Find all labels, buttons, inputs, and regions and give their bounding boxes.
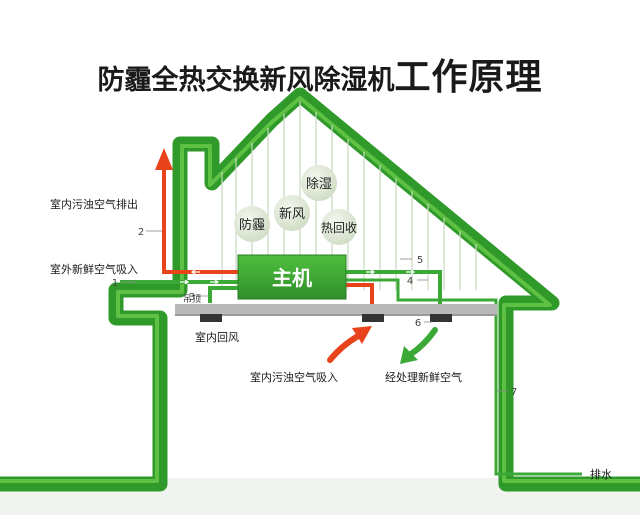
num-2: 2 xyxy=(138,227,144,238)
vent-room-return xyxy=(200,314,222,322)
main-unit xyxy=(237,254,347,300)
func-label-haze: 防霾 xyxy=(239,217,265,233)
label-dirty-in: 室内污浊空气吸入 xyxy=(250,370,338,384)
num-3: 3 xyxy=(189,292,195,303)
number-callouts: 1 2 3 4 5 6 7 xyxy=(112,227,517,398)
num-4: 4 xyxy=(407,276,413,287)
ceiling-plate xyxy=(175,304,497,314)
vent-dirty-intake xyxy=(362,314,384,322)
label-fresh-in: 室外新鲜空气吸入 xyxy=(50,262,138,276)
label-ceiling: 吊顶 xyxy=(183,294,201,305)
label-fresh-treated: 经处理新鲜空气 xyxy=(385,370,462,384)
flow-arrows xyxy=(180,269,416,285)
ducts xyxy=(120,148,582,476)
title-suffix: 工作原理 xyxy=(394,57,543,98)
bubble-fresh-air xyxy=(274,195,310,231)
label-drain: 排水 xyxy=(590,467,612,481)
num-1: 1 xyxy=(112,278,118,289)
bubble-haze xyxy=(234,206,270,242)
vent-fresh-outlet xyxy=(430,314,452,322)
num-6: 6 xyxy=(415,318,421,329)
function-bubbles: 防霾 新风 除湿 热回收 xyxy=(234,165,357,245)
label-exhaust-out: 室内污浊空气排出 xyxy=(50,197,138,211)
fresh-air-arrow xyxy=(408,327,438,357)
label-room-return: 室内回风 xyxy=(195,330,239,344)
num-5: 5 xyxy=(417,255,423,266)
func-label-dehumidify: 除湿 xyxy=(306,177,332,192)
bubble-dehumidify xyxy=(301,165,337,201)
dirty-air-arrow xyxy=(327,333,361,363)
func-label-heat: 热回收 xyxy=(321,221,357,235)
main-unit-label: 主机 xyxy=(272,266,312,290)
func-label-fresh: 新风 xyxy=(279,206,305,222)
exhaust-arrow-up xyxy=(155,148,173,170)
house-outline xyxy=(0,87,640,492)
title-main: 防霾全热交换新风除湿机 xyxy=(97,65,395,96)
bubble-heat-recovery xyxy=(321,209,357,245)
page-title: 防霾全热交换新风除湿机工作原理 xyxy=(0,48,640,100)
num-7: 7 xyxy=(511,387,517,398)
